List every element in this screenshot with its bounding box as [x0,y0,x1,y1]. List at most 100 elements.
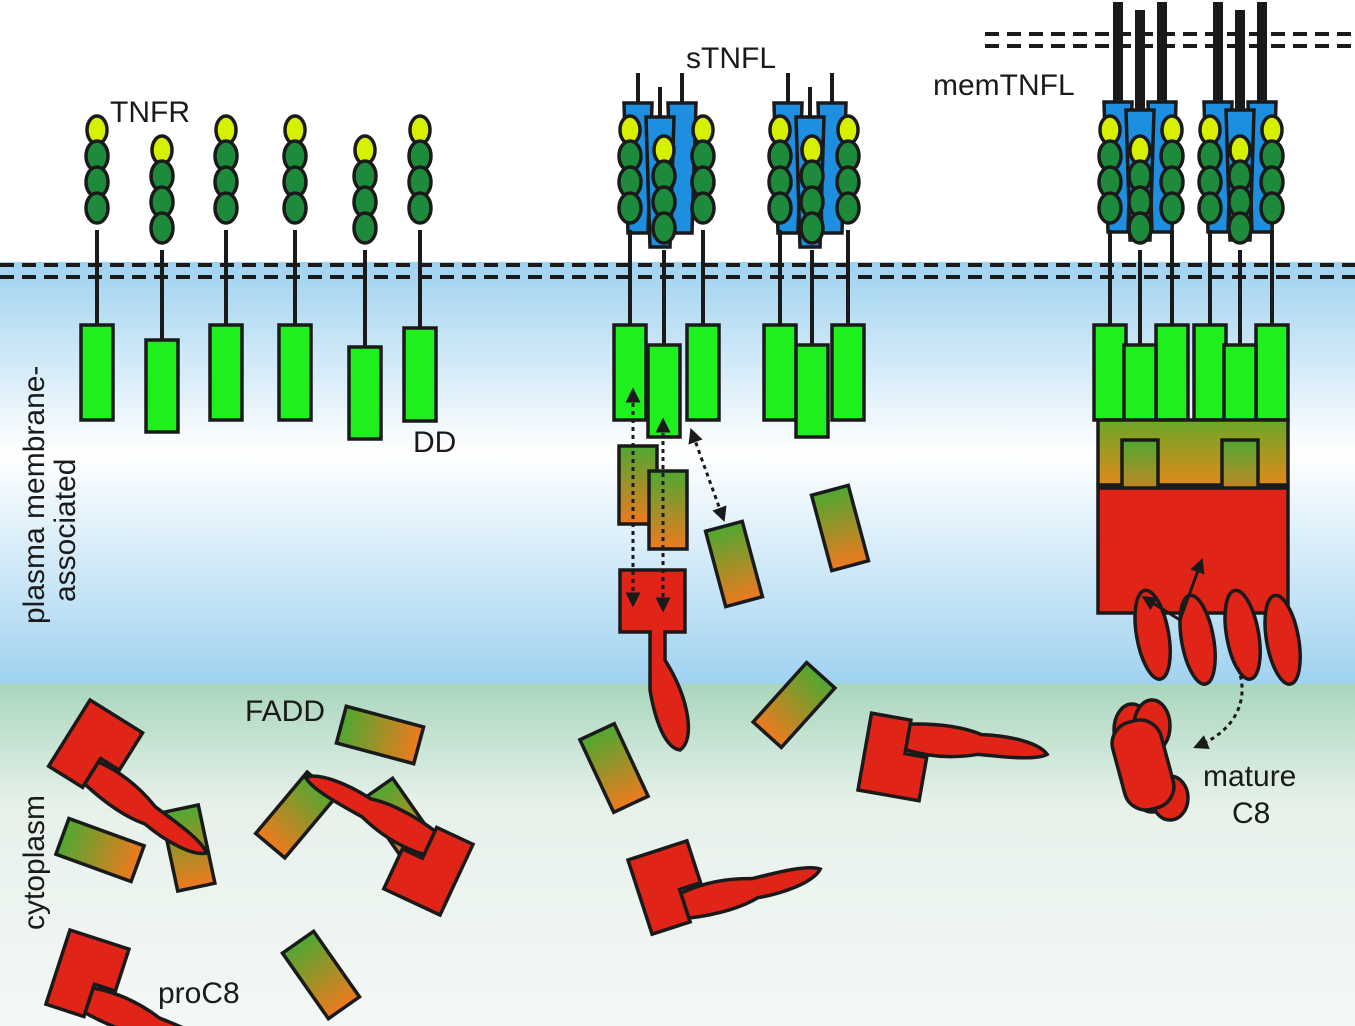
proc8-ded-body [46,697,145,790]
cleavage-arrow [1178,557,1205,621]
region-label-cytoplasm: cytoplasm [18,795,51,930]
disc-proc8-tail [1133,588,1172,681]
death-domain [208,323,244,422]
fadd-protein [280,928,362,1022]
death-domain [347,345,383,441]
ligand-stalk [1135,10,1145,110]
ecd-domain [651,211,677,245]
ecd-domain [1259,191,1285,225]
interaction-arrow [688,427,727,523]
ecd-domain [282,191,308,225]
cleavage-arrow [1141,596,1181,622]
stnfl-receptor-6 [794,134,830,439]
tnfr-receptor-4 [277,114,313,422]
ecd-domain [835,191,861,225]
ecd-domain [149,211,175,245]
ligand-stalk [1235,10,1245,110]
ligand-stalk [1113,2,1123,102]
label-fadd: FADD [245,695,325,728]
fadd-protein [703,519,765,609]
ligand-stalk [1157,2,1167,102]
ecd-domain [352,211,378,245]
ecd-domain [617,191,643,225]
fadd-protein [750,660,838,750]
proc8-ded-body [43,927,132,1019]
tnfr-receptor-6 [402,114,438,423]
ecd-domain [1197,191,1223,225]
death-domain [144,338,180,434]
death-domain [1092,323,1128,422]
label-stnfl: sTNFL [686,42,776,75]
region-label-membrane-line2: associated [49,459,82,602]
ecd-domain [767,191,793,225]
death-domain [79,323,115,422]
stnfl-receptor-4 [762,114,798,422]
death-domain [1254,323,1290,422]
ligand-stalk [1213,2,1223,102]
proc8-protein [855,711,1050,803]
ecd-domain [1227,211,1253,245]
proc8-ded-body [381,825,476,918]
proc8-protein [303,774,476,918]
ecd-domain [799,211,825,245]
proc8-protease-tail [83,986,223,1026]
fadd-protein [577,721,651,815]
label-mature-line1: mature [1203,760,1296,793]
death-domain [646,343,682,439]
disc-proc8-tail [1263,593,1302,686]
proc8-protein [46,697,209,856]
ecd-domain [407,191,433,225]
mature-c8-tetramer [1110,698,1190,822]
disc-proc8-tail [1223,588,1262,681]
proc8-ded-body [625,838,703,937]
memtnfl-receptor-2 [1154,114,1190,422]
ecd-domain [84,191,110,225]
proc8-protease-tail [82,759,209,856]
label-tnfr: TNFR [110,96,190,129]
death-domain [612,323,648,422]
death-domain [1192,323,1228,422]
label-memtnfl: memTNFL [933,69,1075,102]
fadd-protein [53,816,147,884]
region-label-membrane-line1: plasma membrane- [18,366,51,624]
label-proc8: proC8 [158,977,240,1010]
death-domain [762,323,798,422]
death-domain [1154,323,1190,422]
memtnfl-receptor-1 [1092,114,1128,422]
ecd-domain [213,191,239,225]
proc8-ded-body [855,711,929,803]
ecd-domain [1159,191,1185,225]
proc8-protease-tail [678,865,823,920]
proc8-protease-tail [303,774,438,857]
death-domain [402,326,438,423]
disc-procaspase-layer [1096,486,1290,615]
tnfr-receptor-3 [208,114,244,422]
release-arrow [1193,667,1244,749]
proc8-protein [43,927,223,1026]
tnfr-receptor-5 [347,134,383,441]
stnfl-receptor-5 [830,114,866,422]
stnfl-receptor-2 [685,114,721,422]
tnfr-receptor-1 [79,114,115,422]
mature-c8-body [1110,718,1176,812]
fadd-protein [809,483,871,573]
death-domain [277,323,313,422]
label-dd: DD [413,426,456,459]
ecd-domain [1127,211,1153,245]
death-domain [794,343,830,439]
tnfr-receptor-2 [144,134,180,434]
death-domain [685,323,721,422]
proc8-protease-tail [903,722,1050,760]
proc8-protein [625,838,823,937]
label-mature-line2: C8 [1232,797,1270,830]
ligand-stalk [1257,2,1267,102]
diagram-shapes [43,2,1302,1026]
death-domain [830,323,866,422]
recruited-proc8 [618,568,691,752]
ecd-domain [1097,191,1123,225]
memtnfl-receptor-5 [1254,114,1290,422]
ecd-domain [690,191,716,225]
fadd-protein [334,704,426,766]
recruited-fadd-2 [647,469,689,551]
